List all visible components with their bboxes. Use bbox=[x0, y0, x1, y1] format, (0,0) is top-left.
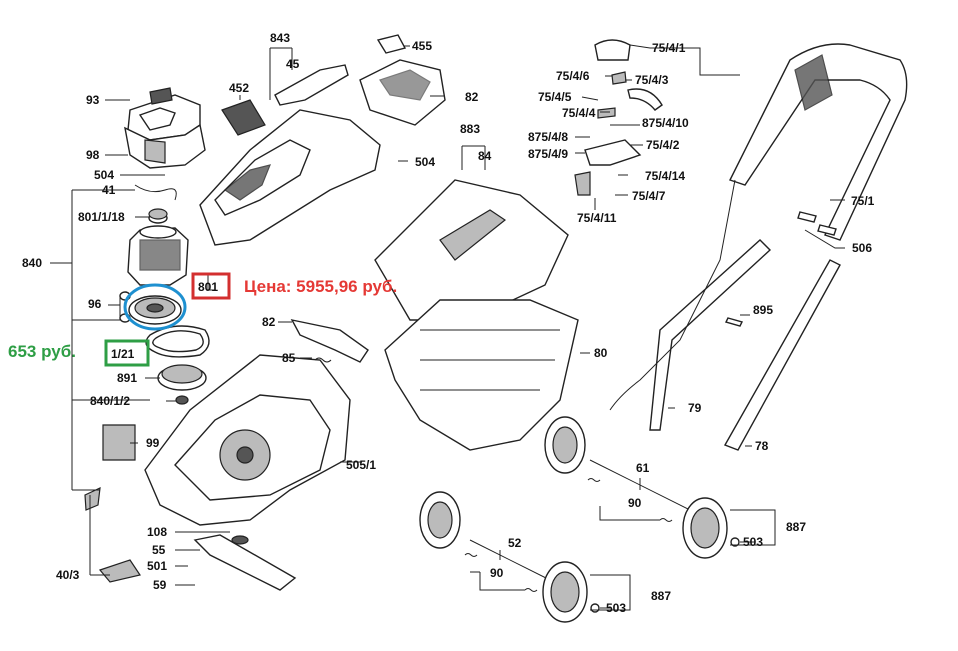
label-82-top: 82 bbox=[465, 90, 479, 104]
label-875-4-9: 875/4/9 bbox=[528, 147, 568, 161]
label-90-upper: 90 bbox=[628, 496, 642, 510]
leader-lines bbox=[50, 44, 845, 611]
label-840-1-2: 840/1/2 bbox=[90, 394, 130, 408]
label-891: 891 bbox=[117, 371, 137, 385]
label-82-guard: 82 bbox=[262, 315, 276, 329]
price-label-green: 653 руб. bbox=[8, 342, 76, 361]
label-883: 883 bbox=[460, 122, 480, 136]
label-887-lower: 887 bbox=[651, 589, 671, 603]
label-41: 41 bbox=[102, 183, 116, 197]
label-78: 78 bbox=[755, 439, 769, 453]
label-506: 506 bbox=[852, 241, 872, 255]
label-75-4-5: 75/4/5 bbox=[538, 90, 572, 104]
grass-box bbox=[374, 179, 579, 451]
label-90-lower: 90 bbox=[490, 566, 504, 580]
label-99: 99 bbox=[146, 436, 160, 450]
label-503-upper: 503 bbox=[743, 535, 763, 549]
label-875-4-10: 875/4/10 bbox=[642, 116, 689, 130]
label-61: 61 bbox=[636, 461, 650, 475]
mower-deck bbox=[84, 319, 369, 591]
label-75-4-6: 75/4/6 bbox=[556, 69, 590, 83]
highlights bbox=[104, 272, 231, 367]
handle-assembly bbox=[574, 39, 908, 451]
label-875-4-8: 875/4/8 bbox=[528, 130, 568, 144]
label-52: 52 bbox=[508, 536, 522, 550]
label-93: 93 bbox=[86, 93, 100, 107]
label-75-4-14: 75/4/14 bbox=[645, 169, 685, 183]
label-843: 843 bbox=[270, 31, 290, 45]
label-504-right: 504 bbox=[415, 155, 435, 169]
label-452: 452 bbox=[229, 81, 249, 95]
highlight-box-801 bbox=[191, 272, 231, 300]
label-96: 96 bbox=[88, 297, 102, 311]
label-98: 98 bbox=[86, 148, 100, 162]
label-887-upper: 887 bbox=[786, 520, 806, 534]
label-80: 80 bbox=[594, 346, 608, 360]
label-75-4-7: 75/4/7 bbox=[632, 189, 666, 203]
label-40-3: 40/3 bbox=[56, 568, 80, 582]
label-75-4-11: 75/4/11 bbox=[577, 211, 617, 225]
label-59: 59 bbox=[153, 578, 167, 592]
price-label-red: Цена: 5955,96 руб. bbox=[244, 277, 397, 296]
highlight-circle-fan bbox=[123, 283, 187, 331]
label-55: 55 bbox=[152, 543, 166, 557]
label-840: 840 bbox=[22, 256, 42, 270]
label-75-4-1: 75/4/1 bbox=[652, 41, 686, 55]
label-895: 895 bbox=[753, 303, 773, 317]
label-79: 79 bbox=[688, 401, 702, 415]
highlight-box-1-21 bbox=[104, 339, 150, 367]
motor-assembly bbox=[102, 87, 210, 461]
label-505-1: 505/1 bbox=[346, 458, 376, 472]
label-75-4-4: 75/4/4 bbox=[562, 106, 596, 120]
label-108: 108 bbox=[147, 525, 167, 539]
label-84: 84 bbox=[478, 149, 492, 163]
label-455: 455 bbox=[412, 39, 432, 53]
label-75-1: 75/1 bbox=[851, 194, 875, 208]
wheels bbox=[419, 416, 740, 623]
label-801-1-18: 801/1/18 bbox=[78, 210, 125, 224]
part-labels: 843 45 455 452 93 82 98 504 504 41 801/1… bbox=[22, 31, 875, 615]
label-75-4-2: 75/4/2 bbox=[646, 138, 680, 152]
label-503-lower: 503 bbox=[606, 601, 626, 615]
label-501: 501 bbox=[147, 559, 167, 573]
label-801: 801 bbox=[198, 280, 218, 294]
hood-cover bbox=[199, 34, 446, 246]
label-504-left: 504 bbox=[94, 168, 114, 182]
label-1-21: 1/21 bbox=[111, 347, 135, 361]
label-45: 45 bbox=[286, 57, 300, 71]
label-85: 85 bbox=[282, 351, 296, 365]
label-75-4-3: 75/4/3 bbox=[635, 73, 669, 87]
